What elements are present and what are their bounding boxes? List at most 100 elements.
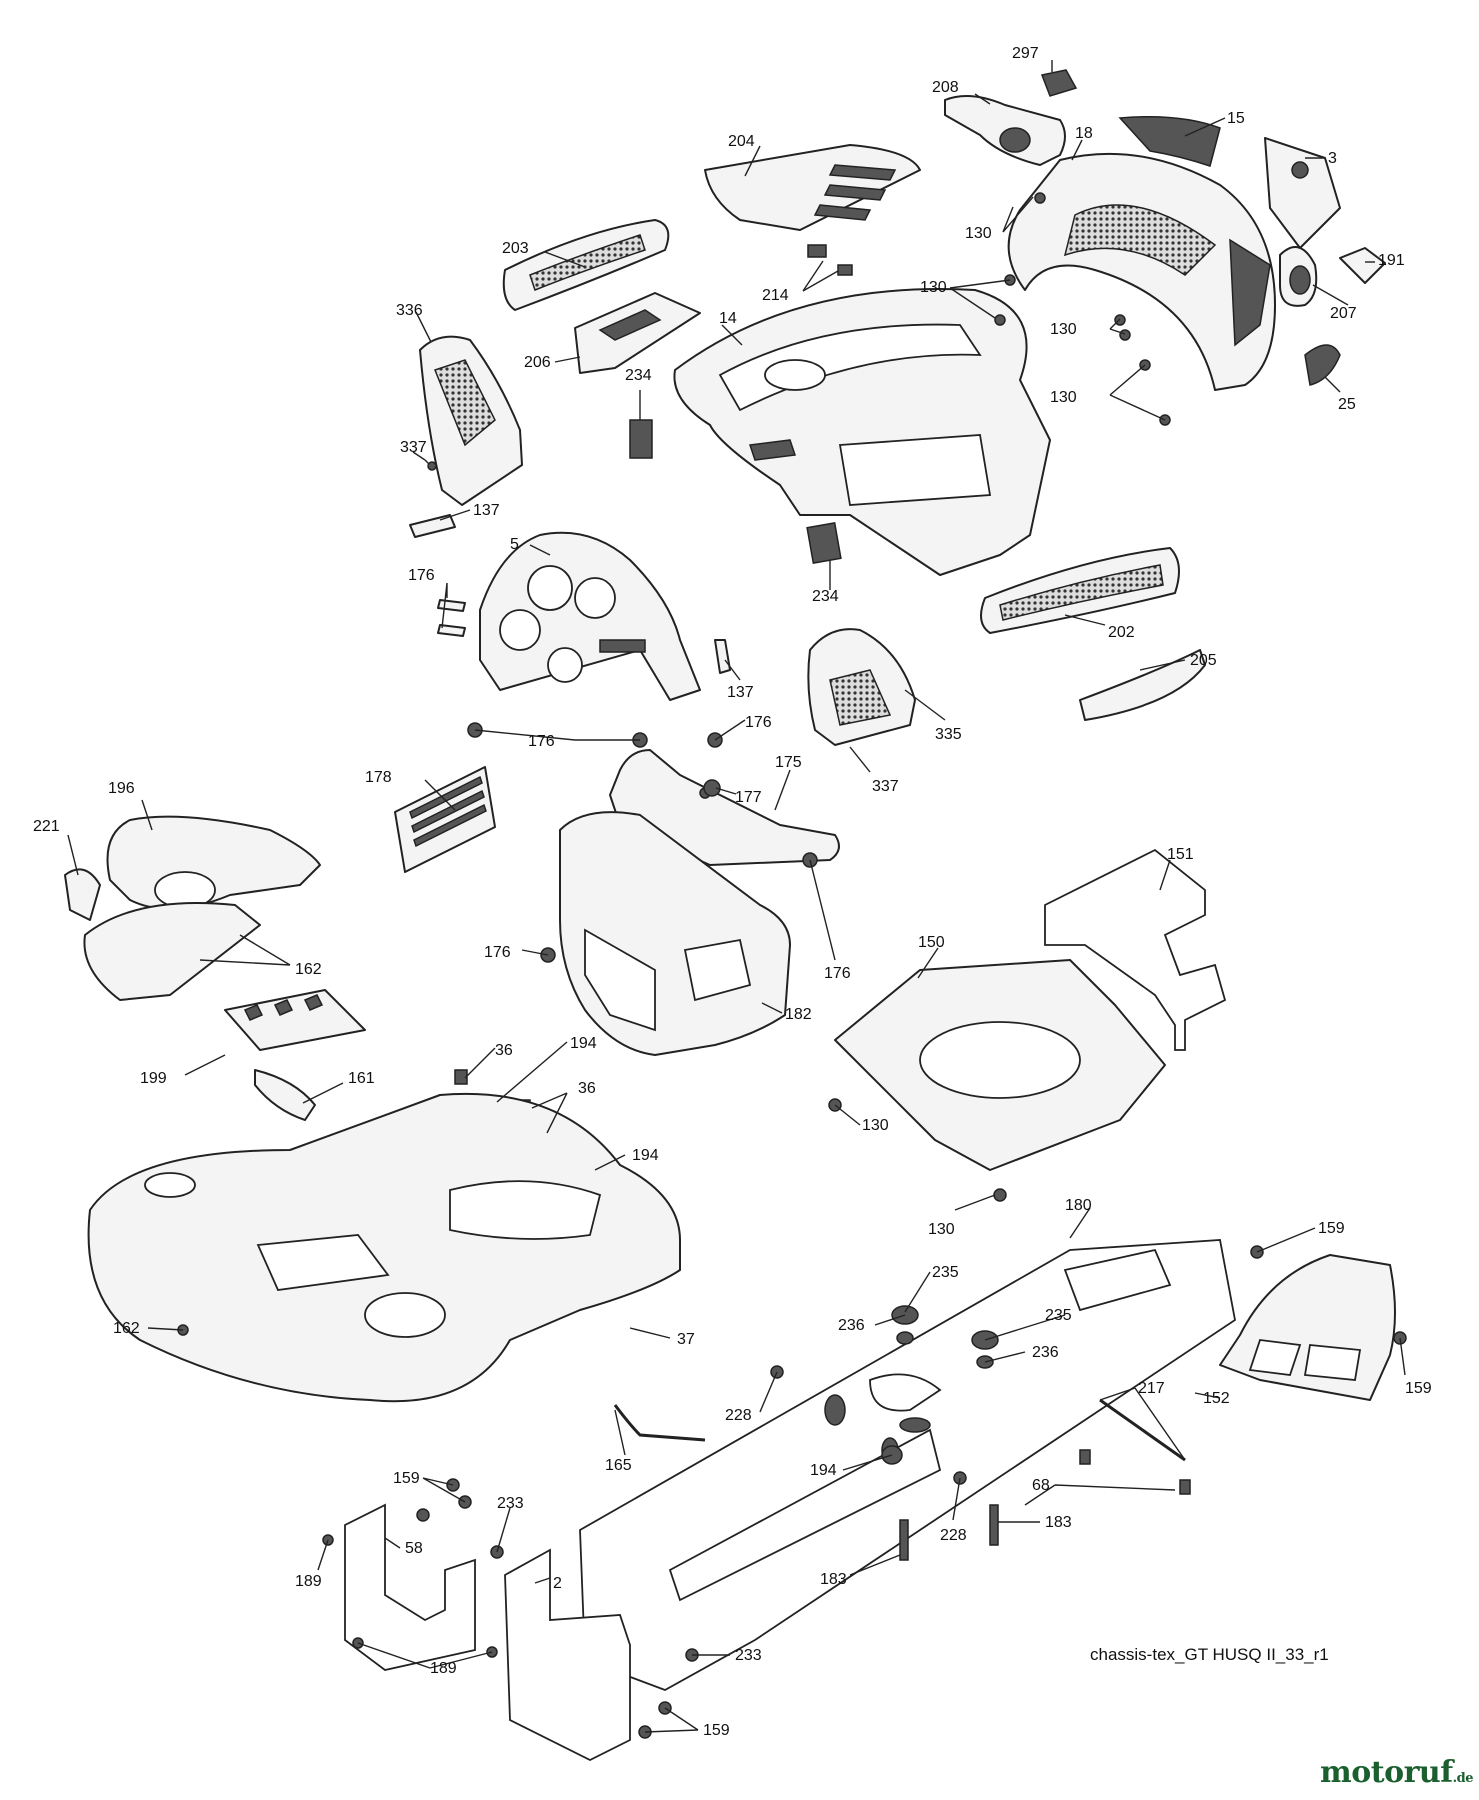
part-196 bbox=[83, 815, 321, 1001]
part-176-upper bbox=[437, 599, 466, 637]
callout-137-b: 137 bbox=[727, 684, 754, 701]
part-137-upper bbox=[409, 514, 456, 538]
part-137-lower bbox=[714, 639, 731, 674]
part-214 bbox=[807, 244, 853, 276]
callout-15: 15 bbox=[1227, 110, 1245, 127]
callout-159-c: 159 bbox=[393, 1470, 420, 1487]
callout-196: 196 bbox=[108, 780, 135, 797]
logo-suffix: .de bbox=[1452, 1771, 1474, 1786]
part-15 bbox=[1118, 116, 1221, 167]
part-161 bbox=[254, 1069, 316, 1121]
part-14 bbox=[673, 288, 1051, 576]
callout-183-a: 183 bbox=[1045, 1514, 1072, 1531]
callout-234-b: 234 bbox=[812, 588, 839, 605]
callout-176-a: 176 bbox=[408, 567, 435, 584]
callout-236-b: 236 bbox=[1032, 1344, 1059, 1361]
callout-233-a: 233 bbox=[497, 1495, 524, 1512]
callout-221: 221 bbox=[33, 818, 60, 835]
callout-176-c: 176 bbox=[528, 733, 555, 750]
part-3 bbox=[1264, 137, 1341, 249]
drawing-reference: chassis-tex_GT HUSQ II_33_r1 bbox=[1090, 1645, 1329, 1664]
callout-159-b: 159 bbox=[1405, 1380, 1432, 1397]
logo-text: motoruf bbox=[1320, 1755, 1453, 1790]
callout-203: 203 bbox=[502, 240, 529, 257]
callout-189-b: 189 bbox=[430, 1660, 457, 1677]
part-2 bbox=[504, 1548, 631, 1762]
callout-151: 151 bbox=[1167, 846, 1194, 863]
part-208 bbox=[944, 95, 1066, 166]
callout-58: 58 bbox=[405, 1540, 423, 1557]
callout-159-d: 159 bbox=[703, 1722, 730, 1739]
callout-194-c: 194 bbox=[810, 1462, 837, 1479]
callout-2: 2 bbox=[553, 1575, 562, 1592]
callout-37: 37 bbox=[677, 1331, 695, 1348]
part-191 bbox=[1339, 247, 1386, 284]
part-207 bbox=[1279, 246, 1318, 307]
callout-130-b: 130 bbox=[920, 279, 947, 296]
part-297 bbox=[1040, 69, 1078, 97]
callout-36-b: 36 bbox=[578, 1080, 596, 1097]
callout-191: 191 bbox=[1378, 252, 1405, 269]
callout-137-a: 137 bbox=[473, 502, 500, 519]
part-337-upper bbox=[424, 459, 437, 471]
callout-177: 177 bbox=[735, 789, 762, 806]
callout-202: 202 bbox=[1108, 624, 1135, 641]
callout-337-a: 337 bbox=[400, 439, 427, 456]
callout-183-b: 183 bbox=[820, 1571, 847, 1588]
callout-194-b: 194 bbox=[632, 1147, 659, 1164]
callout-204: 204 bbox=[728, 133, 755, 150]
callout-3: 3 bbox=[1328, 150, 1337, 167]
callout-130-f: 130 bbox=[928, 1221, 955, 1238]
callout-159-a: 159 bbox=[1318, 1220, 1345, 1237]
callout-152: 152 bbox=[1203, 1390, 1230, 1407]
part-152 bbox=[1219, 1254, 1396, 1401]
callout-189-a: 189 bbox=[295, 1573, 322, 1590]
callout-336: 336 bbox=[396, 302, 423, 319]
part-165 bbox=[613, 1404, 706, 1442]
part-18 bbox=[1007, 152, 1276, 391]
callout-180: 180 bbox=[1065, 1197, 1092, 1214]
callout-175: 175 bbox=[775, 754, 802, 771]
callout-182: 182 bbox=[785, 1006, 812, 1023]
callout-18: 18 bbox=[1075, 125, 1093, 142]
part-58 bbox=[344, 1503, 476, 1671]
callout-165: 165 bbox=[605, 1457, 632, 1474]
part-150 bbox=[834, 959, 1166, 1171]
part-217 bbox=[1099, 1398, 1186, 1462]
callout-235-a: 235 bbox=[932, 1264, 959, 1281]
callout-206: 206 bbox=[524, 354, 551, 371]
part-68 bbox=[1079, 1449, 1191, 1495]
part-204 bbox=[704, 144, 921, 231]
part-336 bbox=[419, 335, 523, 506]
callout-205: 205 bbox=[1190, 652, 1217, 669]
callout-214: 214 bbox=[762, 287, 789, 304]
callout-207: 207 bbox=[1330, 305, 1357, 322]
callout-68: 68 bbox=[1032, 1477, 1050, 1494]
callout-130-d: 130 bbox=[1050, 389, 1077, 406]
callout-235-b: 235 bbox=[1045, 1307, 1072, 1324]
callout-176-b: 176 bbox=[745, 714, 772, 731]
callout-130-e: 130 bbox=[862, 1117, 889, 1134]
callout-228-a: 228 bbox=[725, 1407, 752, 1424]
part-202 bbox=[980, 547, 1180, 634]
callout-233-b: 233 bbox=[735, 1647, 762, 1664]
callout-130-c: 130 bbox=[1050, 321, 1077, 338]
part-182 bbox=[559, 811, 791, 1056]
part-183 bbox=[899, 1504, 999, 1561]
part-151 bbox=[1044, 848, 1227, 1051]
part-177 bbox=[703, 779, 721, 797]
callout-25: 25 bbox=[1338, 396, 1356, 413]
part-221 bbox=[64, 868, 101, 921]
callout-217: 217 bbox=[1138, 1380, 1165, 1397]
part-206 bbox=[574, 292, 701, 374]
part-234-lower bbox=[806, 521, 842, 565]
callout-236-a: 236 bbox=[838, 1317, 865, 1334]
part-5 bbox=[479, 531, 701, 701]
part-37 bbox=[87, 1092, 681, 1403]
part-205 bbox=[1079, 649, 1206, 721]
callout-162-a: 162 bbox=[295, 961, 322, 978]
callout-208: 208 bbox=[932, 79, 959, 96]
watermark-logo: motoruf.de bbox=[1320, 1755, 1474, 1790]
callout-337-b: 337 bbox=[872, 778, 899, 795]
part-178 bbox=[394, 766, 496, 873]
